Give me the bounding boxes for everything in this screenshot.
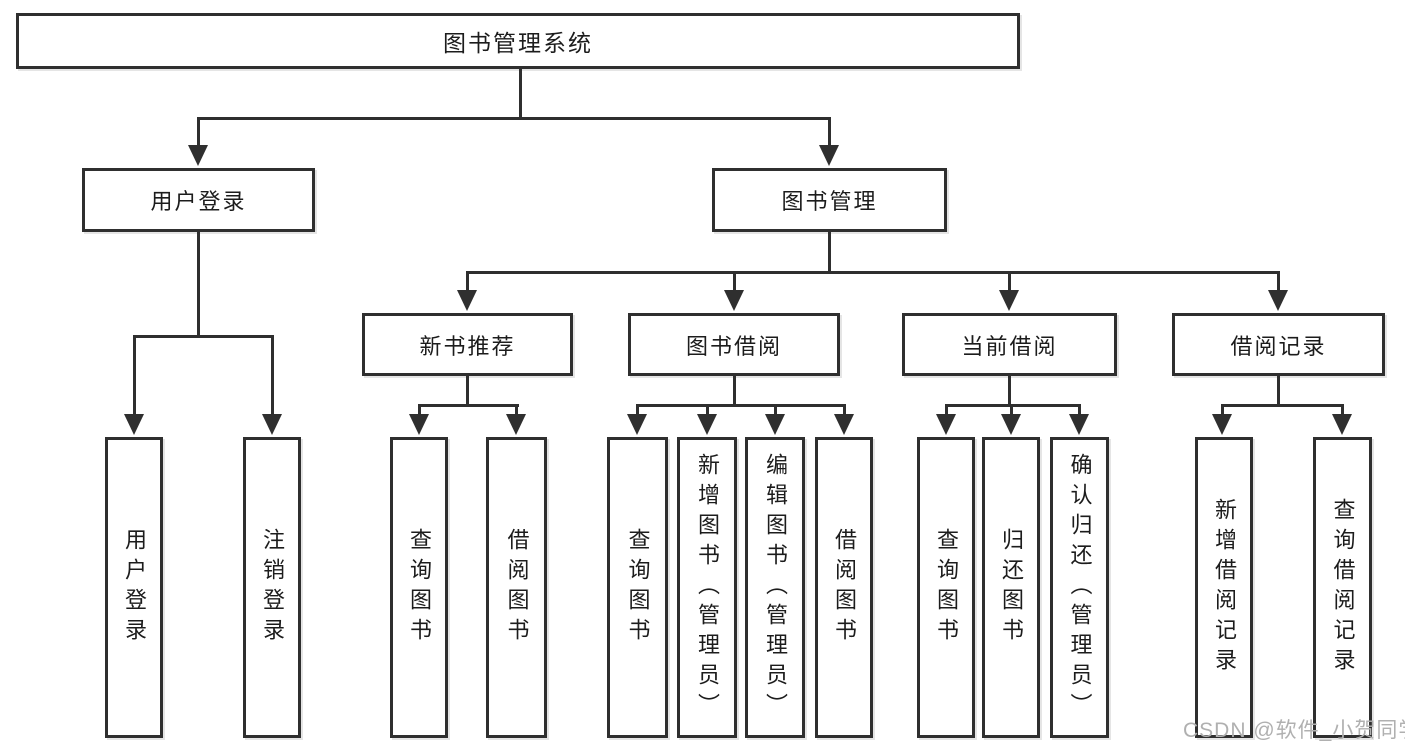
leaf-current-search-books: 查询图书 — [917, 437, 975, 738]
leaf-borrowing-borrow-books: 借阅图书 — [815, 437, 873, 738]
arrowhead — [1069, 414, 1089, 435]
connector-stem — [1341, 404, 1344, 416]
leaf-label: 确认归还（管理员） — [1067, 452, 1093, 723]
leaf-label: 用户登录 — [122, 527, 147, 648]
node-new-book-recommend: 新书推荐 — [362, 313, 573, 376]
leaf-label: 借阅图书 — [504, 527, 530, 648]
leaf-borrowing-search-books: 查询图书 — [607, 437, 668, 738]
leaf-label: 查询图书 — [625, 527, 651, 648]
leaf-label: 注销登录 — [260, 527, 285, 648]
leaf-borrowing-add-books-admin: 新增图书（管理员） — [677, 437, 737, 738]
node-library-system: 图书管理系统 — [16, 13, 1020, 69]
connector-stem-book-management — [828, 117, 831, 147]
connector-stem — [636, 404, 639, 416]
node-book-management: 图书管理 — [712, 168, 947, 232]
watermark: CSDN @软件_小贺同学 — [1183, 719, 1405, 742]
arrowhead — [697, 414, 717, 435]
connector-stem-current-borrowing — [1008, 271, 1011, 292]
arrowhead — [1332, 414, 1352, 435]
leaf-logout: 注销登录 — [243, 437, 301, 738]
leaf-user-login: 用户登录 — [105, 437, 163, 738]
connector-user-login-stem — [197, 232, 200, 337]
connector-new-book-stem — [466, 376, 469, 406]
arrowhead — [1268, 290, 1288, 311]
leaf-records-search-record: 查询借阅记录 — [1313, 437, 1372, 738]
connector-borrowing-records-stem — [1277, 376, 1280, 406]
arrowhead — [999, 290, 1019, 311]
connector-current-borrowing-rail — [945, 404, 1081, 407]
connector-stem — [774, 404, 777, 416]
node-user-login: 用户登录 — [82, 168, 315, 232]
arrowhead — [409, 414, 429, 435]
arrowhead — [1001, 414, 1021, 435]
connector-stem-borrowing-records — [1277, 271, 1280, 292]
leaf-records-add-record: 新增借阅记录 — [1195, 437, 1253, 738]
leaf-label: 查询图书 — [407, 527, 432, 648]
connector-stem — [706, 404, 709, 416]
leaf-label: 查询图书 — [934, 527, 959, 648]
connector-new-book-rail — [418, 404, 519, 407]
leaf-current-return-books: 归还图书 — [982, 437, 1040, 738]
connector-stem — [945, 404, 948, 416]
connector-book-management-stem — [828, 232, 831, 273]
connector-stem-new-book — [466, 271, 469, 292]
arrowhead — [819, 145, 839, 166]
connector-current-borrowing-stem — [1008, 376, 1011, 406]
arrowhead — [724, 290, 744, 311]
connector-stem — [1221, 404, 1224, 416]
leaf-label: 新增图书（管理员） — [695, 452, 720, 723]
connector-book-borrowing-rail — [636, 404, 846, 407]
connector-root-stem — [519, 69, 522, 118]
connector-stem-user-login — [197, 117, 200, 147]
connector-level3-rail — [466, 271, 1280, 274]
node-book-borrowing: 图书借阅 — [628, 313, 840, 376]
node-current-borrowing: 当前借阅 — [902, 313, 1117, 376]
connector-stem — [418, 404, 421, 416]
connector-stem — [515, 404, 518, 416]
arrowhead — [765, 414, 785, 435]
leaf-recommend-search-books: 查询图书 — [390, 437, 448, 738]
arrowhead — [1212, 414, 1232, 435]
leaf-label: 编辑图书（管理员） — [763, 452, 788, 723]
leaf-label: 查询借阅记录 — [1330, 497, 1356, 678]
connector-book-borrowing-stem — [733, 376, 736, 406]
leaf-borrowing-edit-books-admin: 编辑图书（管理员） — [745, 437, 805, 738]
node-borrowing-records: 借阅记录 — [1172, 313, 1385, 376]
arrowhead — [262, 414, 282, 435]
connector-stem — [1010, 404, 1013, 416]
connector-borrowing-records-rail — [1221, 404, 1344, 407]
arrowhead — [124, 414, 144, 435]
connector-stem-leaf-user-login — [133, 335, 136, 416]
leaf-current-confirm-return-admin: 确认归还（管理员） — [1050, 437, 1109, 738]
arrowhead — [506, 414, 526, 435]
connector-stem — [1078, 404, 1081, 416]
arrowhead — [627, 414, 647, 435]
connector-level2-rail — [197, 117, 831, 120]
leaf-label: 新增借阅记录 — [1212, 497, 1237, 678]
arrowhead — [834, 414, 854, 435]
connector-stem — [843, 404, 846, 416]
leaf-label: 归还图书 — [999, 527, 1024, 648]
connector-stem-leaf-logout — [271, 335, 274, 416]
arrowhead — [457, 290, 477, 311]
arrowhead — [936, 414, 956, 435]
connector-stem-book-borrowing — [733, 271, 736, 292]
arrowhead — [188, 145, 208, 166]
leaf-label: 借阅图书 — [832, 527, 857, 648]
connector-user-login-rail — [133, 335, 274, 338]
leaf-recommend-borrow-books: 借阅图书 — [486, 437, 547, 738]
